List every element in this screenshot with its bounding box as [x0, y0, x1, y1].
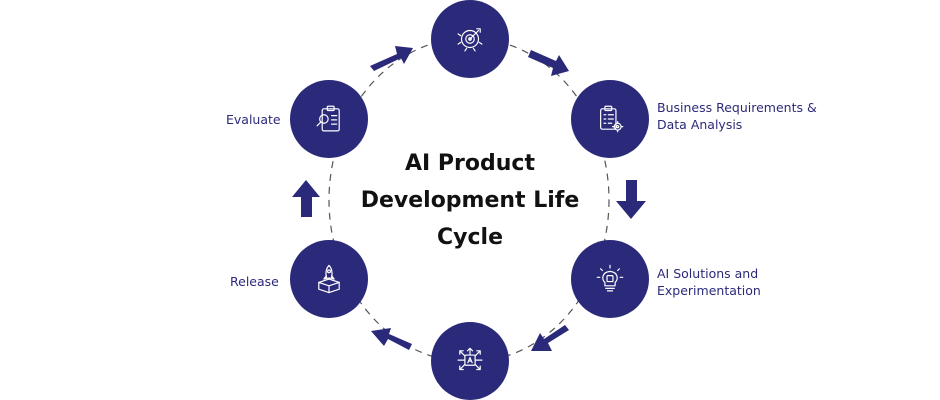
arrow-top-to-business [528, 50, 569, 76]
ai-network-icon [457, 347, 483, 371]
evaluate-label-line-1: Evaluate [226, 112, 281, 127]
stage-top-node [431, 0, 509, 78]
stage-ai-solutions-node [571, 240, 649, 318]
target-gears-icon [457, 28, 483, 52]
stage-bottom-node [431, 322, 509, 400]
business-label: Business Requirements & Data Analysis [657, 99, 817, 133]
ai-solutions-label: AI Solutions and Experimentation [657, 265, 761, 299]
ai-solutions-label-line-2: Experimentation [657, 283, 761, 298]
business-label-line-2: Data Analysis [657, 117, 743, 132]
arrow-release-to-evaluate [292, 180, 320, 217]
release-label: Release [230, 273, 279, 290]
arrow-evaluate-to-top [370, 46, 413, 71]
title-line-1: AI Product [405, 151, 535, 176]
arrow-business-to-ai [616, 180, 646, 219]
clipboard-gear-icon [600, 105, 624, 133]
title-line-2: Development Life [360, 188, 580, 213]
rocket-box-icon [318, 264, 340, 294]
ai-solutions-label-line-1: AI Solutions and [657, 266, 759, 281]
stage-evaluate-node [290, 80, 368, 158]
release-label-line-1: Release [230, 274, 279, 289]
diagram-title: AI Product Development Life Cycle [350, 145, 590, 256]
lightbulb-chip-icon [596, 264, 624, 292]
stage-release-node [290, 240, 368, 318]
clipboard-magnifier-icon [316, 105, 340, 132]
arrow-ai-to-bottom [531, 325, 569, 351]
arrow-bottom-to-release [371, 328, 412, 350]
evaluate-label: Evaluate [226, 111, 281, 128]
title-line-3: Cycle [437, 225, 503, 250]
business-label-line-1: Business Requirements & [657, 100, 817, 115]
stage-business-node [571, 80, 649, 158]
